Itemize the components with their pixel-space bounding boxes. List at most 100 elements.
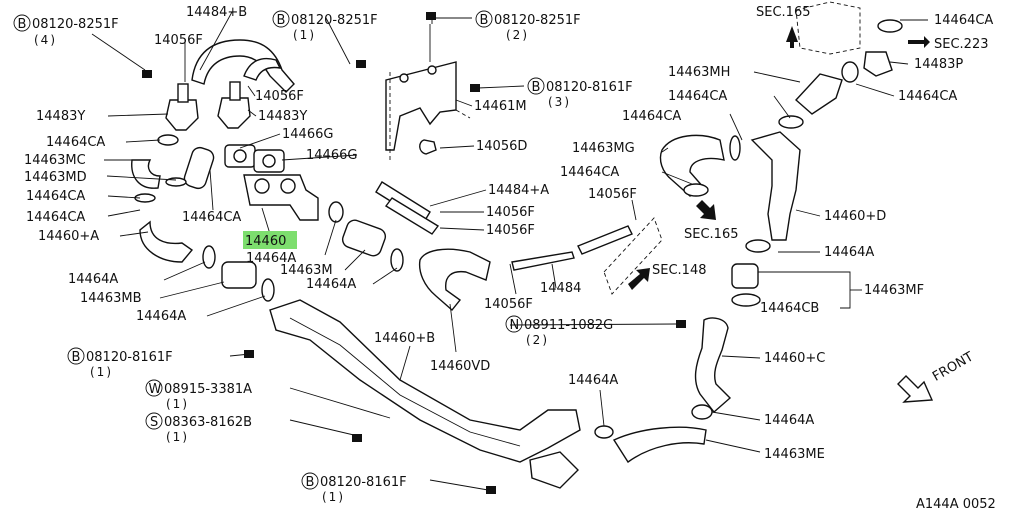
hose-14463MB-shape: [221, 261, 257, 289]
pipe-14460-D-shape: [750, 131, 801, 241]
section-arrows: [628, 26, 934, 403]
callout-qty: (1): [90, 365, 113, 379]
hose-14463MF-shape: [731, 263, 759, 289]
pipe-14460-B-shape: [269, 299, 581, 463]
label-14056F: 14056F: [154, 33, 203, 48]
callout-number: 08120-8251F: [291, 13, 378, 28]
hose-14484-A-shape-2: [384, 197, 440, 235]
label-14464CA: 14464CA: [26, 189, 85, 204]
clamp-shape-b: [261, 278, 275, 302]
callout-qty: (2): [526, 333, 549, 347]
hose-14463MH-shape: [794, 73, 843, 115]
callout-number: 08911-1082G: [524, 318, 613, 333]
nut-shape-1: [676, 320, 686, 328]
callout-letter: B: [306, 475, 315, 490]
bolt-shape-1: [142, 70, 152, 78]
label-14056F: 14056F: [588, 187, 637, 202]
label-14464A: 14464A: [764, 413, 814, 428]
circle-b-icon: [527, 77, 545, 95]
bracket-14461M-shape: [385, 61, 457, 151]
highlight-14460: [243, 231, 297, 249]
callout-letter: B: [532, 80, 541, 95]
label-14464A: 14464A: [246, 251, 296, 266]
gasket-a-hole: [233, 149, 247, 163]
label-14460-B: 14460+B: [374, 331, 435, 346]
label-14463MG: 14463MG: [572, 141, 635, 156]
gasket-b-hole: [262, 154, 276, 168]
clamp-shape-l: [778, 115, 804, 129]
section-ref-165: SEC.165: [756, 5, 811, 20]
section-ref-223: SEC.223: [934, 37, 989, 52]
callout-number: 08120-8161F: [86, 350, 173, 365]
label-14460VD: 14460VD: [430, 359, 490, 374]
callout-b1: B 08120-8251F (4): [13, 14, 119, 47]
callout-qty: (4): [34, 33, 57, 47]
section-ref-148: SEC.148: [652, 263, 707, 278]
label-14056D: 14056D: [476, 139, 527, 154]
arrow-up-icon: [786, 26, 798, 48]
label-14463M: 14463M: [280, 263, 333, 278]
circle-b-icon: [13, 14, 31, 32]
label-14483Y: 14483Y: [36, 109, 85, 124]
label-14056F: 14056F: [255, 89, 304, 104]
hose-14484-shape-2: [577, 225, 633, 255]
pipe-end-shape: [529, 451, 579, 489]
callout-qty: (1): [166, 430, 189, 444]
elbow-14460VD-shape: [418, 248, 491, 312]
connector-hole-2: [280, 178, 296, 194]
label-14464CA: 14464CA: [898, 89, 957, 104]
connector-14460-shape: [243, 174, 319, 221]
bolt-shape-3: [356, 60, 366, 68]
pipe-14460-B-inner: [289, 317, 521, 447]
callout-s1: S 08363-8162B (1): [145, 412, 252, 444]
label-14461M: 14461M: [474, 99, 527, 114]
circle-b-icon: [272, 10, 290, 28]
label-14460-highlighted: 14460: [245, 234, 286, 249]
circle-b-icon: [301, 472, 319, 490]
valve-14483Y-left-shape: [165, 99, 199, 131]
bolt-shape-7: [486, 486, 496, 494]
clamp-shape-i: [691, 404, 713, 420]
clamp-shape-k: [745, 239, 771, 253]
hose-14463ME-shape: [612, 426, 707, 464]
diagram-code: A144A 0052: [916, 497, 996, 512]
clamp-shape-c: [157, 134, 179, 146]
clamp-shape-m: [841, 61, 859, 83]
label-14056F: 14056F: [484, 297, 533, 312]
label-14056F: 14056F: [486, 205, 535, 220]
callout-qty: (1): [166, 397, 189, 411]
label-14464A: 14464A: [136, 309, 186, 324]
callout-b5: B 08120-8161F (1): [67, 347, 173, 379]
hose-14460-A-shape: [139, 220, 194, 263]
arrow-right-icon: [908, 36, 930, 48]
label-14466G: 14466G: [282, 127, 333, 142]
hose-14463MC-shape: [131, 159, 161, 189]
arrow-down-right-icon: [696, 200, 716, 220]
label-14460-D: 14460+D: [824, 209, 886, 224]
hose-14484-shape: [511, 251, 575, 271]
clamp-shape-j: [731, 293, 761, 307]
leader-lines: [91, 11, 928, 491]
callout-letter: N: [510, 318, 520, 333]
label-14483Y: 14483Y: [258, 109, 307, 124]
label-14464A: 14464A: [306, 277, 356, 292]
callout-number: 08915-3381A: [164, 382, 252, 397]
label-14484-A: 14484+A: [488, 183, 549, 198]
callout-n1: N 08911-1082G (2): [505, 315, 613, 347]
callout-number: 08120-8161F: [320, 475, 407, 490]
hose-14484-B-shape-2: [243, 57, 282, 81]
circle-n-icon: [505, 315, 523, 333]
callout-letter: B: [18, 17, 27, 32]
circle-w-icon: [145, 379, 163, 397]
callout-number: 08120-8251F: [32, 17, 119, 32]
valve-stem-right: [229, 81, 241, 101]
circle-b-icon: [475, 10, 493, 28]
label-14464CA: 14464CA: [622, 109, 681, 124]
callout-qty: (2): [506, 28, 529, 42]
callout-b4: B 08120-8161F (3): [527, 77, 633, 109]
label-14484: 14484: [540, 281, 581, 296]
clip-14056D-shape: [419, 139, 437, 155]
callout-letter: B: [72, 350, 81, 365]
